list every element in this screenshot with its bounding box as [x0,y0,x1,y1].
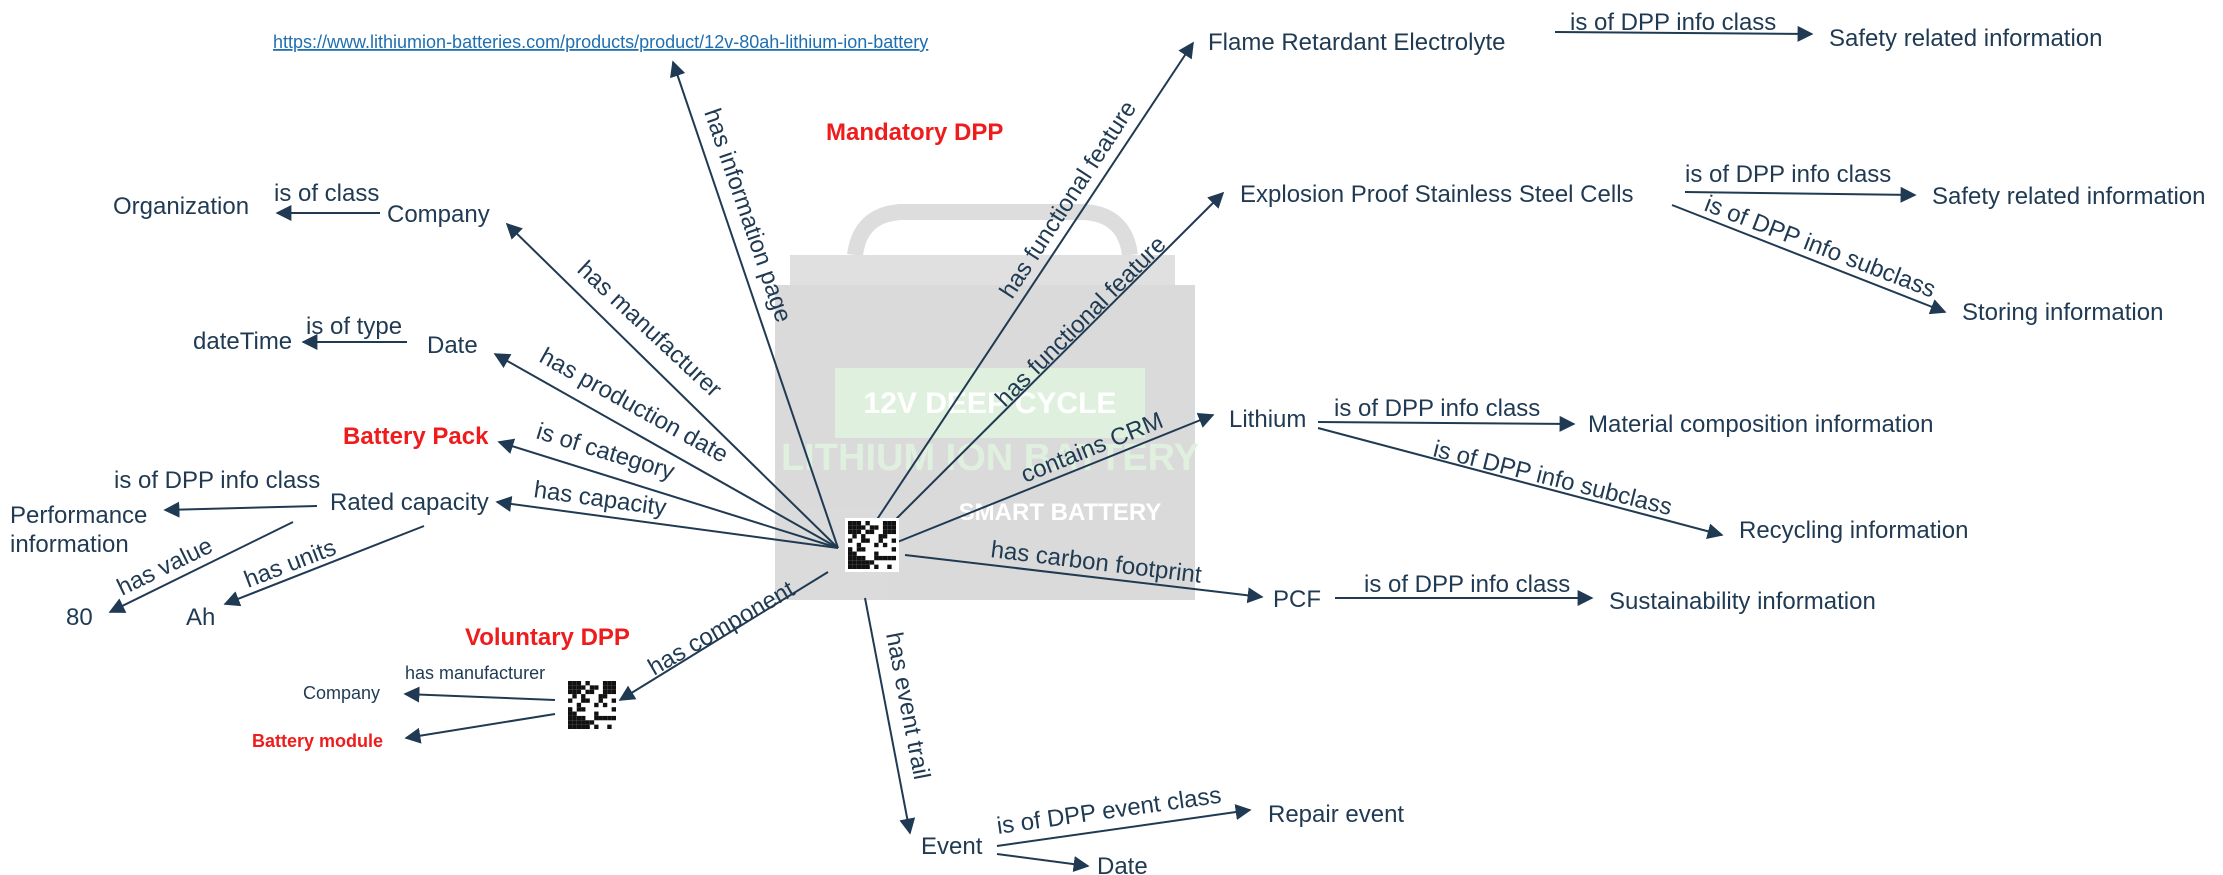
node-battery-module: Battery module [252,731,383,751]
label-lithium-info-class: is of DPP info class [1334,395,1540,422]
heading-voluntary-dpp: Voluntary DPP [465,624,630,651]
edge-has-event-trail [864,597,916,835]
battery-image: 12V DEEP CYCLE LITHIUM ION BATTERY SMART… [775,204,1199,600]
node-repair-event: Repair event [1268,801,1404,828]
node-safety-information-2: Safety related information [1932,183,2205,210]
heading-mandatory-dpp: Mandatory DPP [826,119,1003,146]
edge-has-information-page [670,60,839,549]
edge-explosion-class [1684,186,1917,203]
label-is-of-dpp-info-class-left: is of DPP info class [114,467,320,494]
edge-has-manufacturer [505,222,839,549]
node-organization: Organization [113,193,249,220]
node-company-small: Company [303,683,380,703]
edge-rated-capacity-info-class [163,501,318,518]
edges [108,25,1947,873]
node-performance-line1: Performance [10,502,147,529]
edge-contains-crm [894,412,1215,544]
label-has-manufacturer-small: has manufacturer [405,663,545,683]
edge-flame-class [1554,25,1814,42]
node-pcf: PCF [1273,586,1321,613]
label-has-event-trail: has event trail [880,630,935,782]
edge-battery-module [404,713,556,744]
label-event-class: is of DPP event class [995,782,1223,840]
node-flame-retardant-electrolyte: Flame Retardant Electrolyte [1208,29,1505,56]
battery-label-line2: LITHIUM ION BATTERY [781,437,1199,479]
edge-explosion-subclass [1671,204,1947,315]
node-rated-capacity: Rated capacity [330,489,489,516]
label-pcf-info-class: is of DPP info class [1364,571,1570,598]
edge-lithium-class [1317,415,1576,432]
label-flame-info-class: is of DPP info class [1570,9,1776,36]
edge-lithium-subclass [1317,427,1724,540]
edge-has-component [618,571,829,701]
edge-event-date [996,853,1090,873]
node-value-80: 80 [66,604,93,631]
edge-has-functional-feature-2 [874,191,1225,541]
node-lithium: Lithium [1229,406,1306,433]
node-date: Date [427,332,478,359]
edge-has-production-date [493,353,839,549]
node-storing-information: Storing information [1962,299,2163,326]
information-page-link[interactable]: https://www.lithiumion-batteries.com/pro… [273,32,928,52]
edge-has-carbon-footprint [904,554,1264,604]
edge-has-functional-feature-1 [867,41,1194,534]
node-recycling-information: Recycling information [1739,517,1968,544]
heading-battery-pack: Battery Pack [343,423,489,450]
qr-code-icon [565,678,619,732]
edge-event-class [996,804,1252,847]
node-ah: Ah [186,604,215,631]
edge-has-manufacturer-small [403,686,556,703]
label-has-units: has units [240,534,339,594]
battery-label-line1: 12V DEEP CYCLE [864,387,1117,420]
qr-code-icon [845,518,899,572]
label-has-component: has component [644,576,800,682]
edge-is-of-category [497,438,839,549]
node-company: Company [387,201,490,228]
edge-has-units [223,525,425,607]
node-sustainability-information: Sustainability information [1609,588,1876,615]
node-event: Event [921,833,983,860]
node-event-date: Date [1097,853,1148,875]
label-is-of-class: is of class [274,180,379,207]
label-lithium-info-subclass: is of DPP info subclass [1431,436,1675,521]
label-is-of-type: is of type [306,313,402,340]
edge-has-capacity [495,495,839,549]
label-has-capacity: has capacity [532,476,668,521]
label-explosion-info-subclass: is of DPP info subclass [1701,190,1939,303]
edge-has-value [108,521,294,613]
node-safety-information-1: Safety related information [1829,25,2102,52]
label-has-information-page: has information page [698,105,797,326]
battery-brand: SMART BATTERY [959,499,1162,526]
node-performance-line2: information [10,531,129,558]
label-explosion-info-class: is of DPP info class [1685,161,1891,188]
node-datetime: dateTime [193,328,292,355]
node-material-composition: Material composition information [1588,411,1933,438]
node-explosion-proof-cells: Explosion Proof Stainless Steel Cells [1240,181,1634,208]
